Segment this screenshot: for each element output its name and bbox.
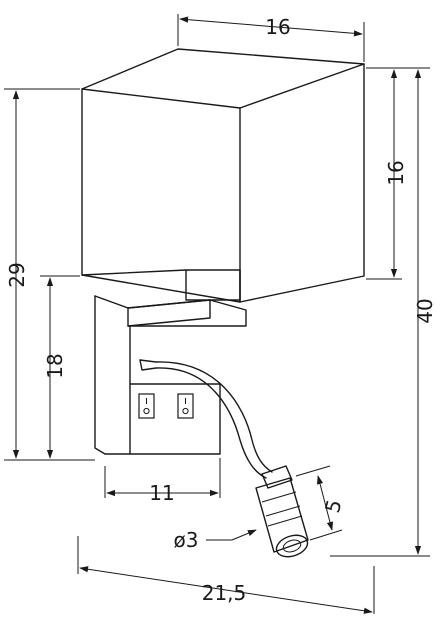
shade-holder xyxy=(127,269,247,327)
dim-label-total-height: 40 xyxy=(413,298,437,323)
switch-right-body xyxy=(177,393,194,419)
holder-arm xyxy=(127,299,247,327)
dim-line-shade-width xyxy=(179,16,363,37)
leader-arrow-led-diameter xyxy=(231,529,257,541)
dim-label-plate-width: 11 xyxy=(149,481,174,505)
dim-label-led-length: 5 xyxy=(320,497,346,516)
switch-left-off-mark xyxy=(143,407,150,415)
gooseneck-inner xyxy=(139,359,273,473)
dimension-annotations: 16 16 40 29 18 11 21,5 5 xyxy=(4,14,437,614)
ext-line-led-top xyxy=(295,465,331,477)
led-head-ring-3 xyxy=(267,515,303,527)
lampshade xyxy=(81,48,365,303)
switch-left xyxy=(138,393,155,419)
gooseneck-outer xyxy=(139,359,267,479)
holder-neck xyxy=(185,269,241,301)
back-plate-top-edge xyxy=(94,295,129,309)
led-head-body xyxy=(255,477,309,553)
dim-label-plate-height: 18 xyxy=(43,353,67,378)
holder-arm-face xyxy=(127,299,211,327)
shade-bottom-opening xyxy=(81,269,241,303)
ext-line-led-bottom xyxy=(309,529,343,541)
shade-top-edge xyxy=(81,63,365,109)
dim-line-led-length xyxy=(316,475,334,531)
switch-right xyxy=(177,393,194,419)
switch-right-off-mark xyxy=(182,407,189,415)
led-head-ring-2 xyxy=(265,505,301,517)
reading-light xyxy=(139,359,309,558)
led-lens-outer xyxy=(275,534,309,558)
dim-label-body-height: 29 xyxy=(5,262,29,287)
dim-label-led-diameter: ø3 xyxy=(174,528,199,552)
switch-left-body xyxy=(138,393,155,419)
dim-label-shade-width: 16 xyxy=(265,15,290,39)
led-collar xyxy=(261,465,293,489)
dim-label-total-depth: 21,5 xyxy=(202,581,247,605)
led-lens-inner xyxy=(282,539,302,553)
led-head-ring-1 xyxy=(261,491,297,503)
shade-outline xyxy=(81,48,365,303)
dim-line-total-depth xyxy=(79,566,373,614)
dim-label-shade-height: 16 xyxy=(384,160,408,185)
back-plate xyxy=(94,295,221,455)
back-plate-outline xyxy=(94,295,221,455)
